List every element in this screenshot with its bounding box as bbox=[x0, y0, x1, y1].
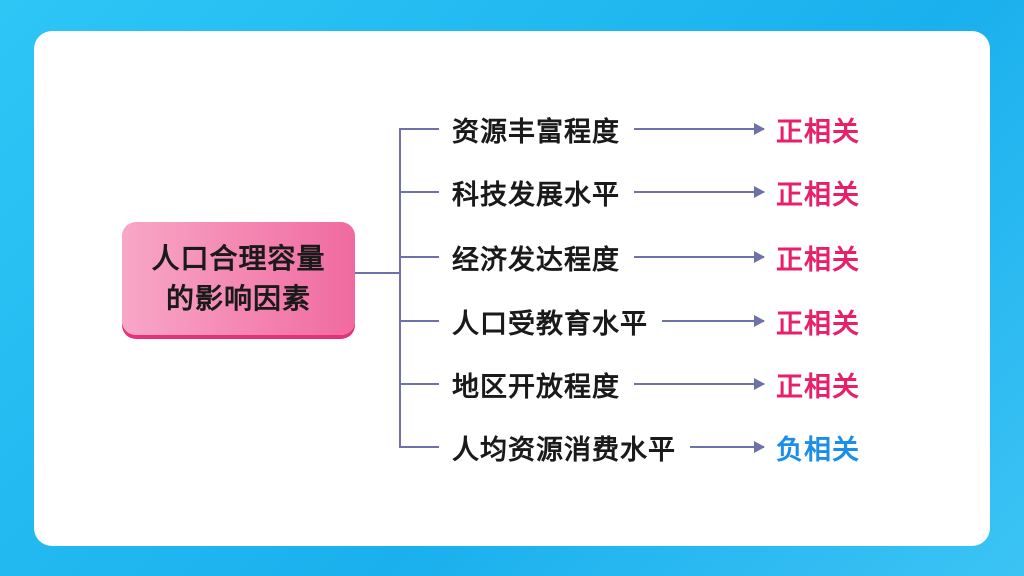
correlation-result: 正相关 bbox=[776, 116, 860, 148]
factor-row: 经济发达程度 正相关 bbox=[452, 237, 872, 277]
factor-row: 地区开放程度 正相关 bbox=[452, 364, 872, 404]
factor-label: 地区开放程度 bbox=[452, 371, 620, 403]
arrow-icon bbox=[634, 186, 765, 198]
correlation-result: 正相关 bbox=[776, 308, 860, 340]
connector-branch bbox=[399, 256, 439, 258]
arrow-icon bbox=[634, 378, 765, 390]
connector-branch bbox=[399, 446, 439, 448]
root-node: 人口合理容量 的影响因素 bbox=[122, 222, 355, 335]
root-title-line2: 的影响因素 bbox=[165, 281, 311, 315]
arrow-icon bbox=[690, 441, 765, 453]
connector-branch bbox=[399, 320, 439, 322]
connector-branch bbox=[399, 128, 439, 130]
factor-label: 人口受教育水平 bbox=[452, 308, 648, 340]
factor-row: 科技发展水平 正相关 bbox=[452, 172, 872, 212]
factor-row: 资源丰富程度 正相关 bbox=[452, 109, 872, 149]
factor-label: 经济发达程度 bbox=[452, 244, 620, 276]
correlation-result: 负相关 bbox=[776, 434, 860, 466]
arrow-icon bbox=[634, 123, 765, 135]
arrow-icon bbox=[634, 251, 765, 263]
factor-label: 科技发展水平 bbox=[452, 179, 620, 211]
connector-branch bbox=[399, 191, 439, 193]
root-title-line1: 人口合理容量 bbox=[151, 241, 326, 275]
connector-bracket bbox=[399, 128, 401, 448]
arrow-icon bbox=[662, 315, 765, 327]
factor-row: 人均资源消费水平 负相关 bbox=[452, 427, 872, 467]
connector-branch bbox=[399, 383, 439, 385]
factor-label: 人均资源消费水平 bbox=[452, 434, 676, 466]
correlation-result: 正相关 bbox=[776, 179, 860, 211]
factor-label: 资源丰富程度 bbox=[452, 116, 620, 148]
correlation-result: 正相关 bbox=[776, 371, 860, 403]
factor-row: 人口受教育水平 正相关 bbox=[452, 301, 872, 341]
correlation-result: 正相关 bbox=[776, 244, 860, 276]
connector-root bbox=[355, 272, 401, 274]
